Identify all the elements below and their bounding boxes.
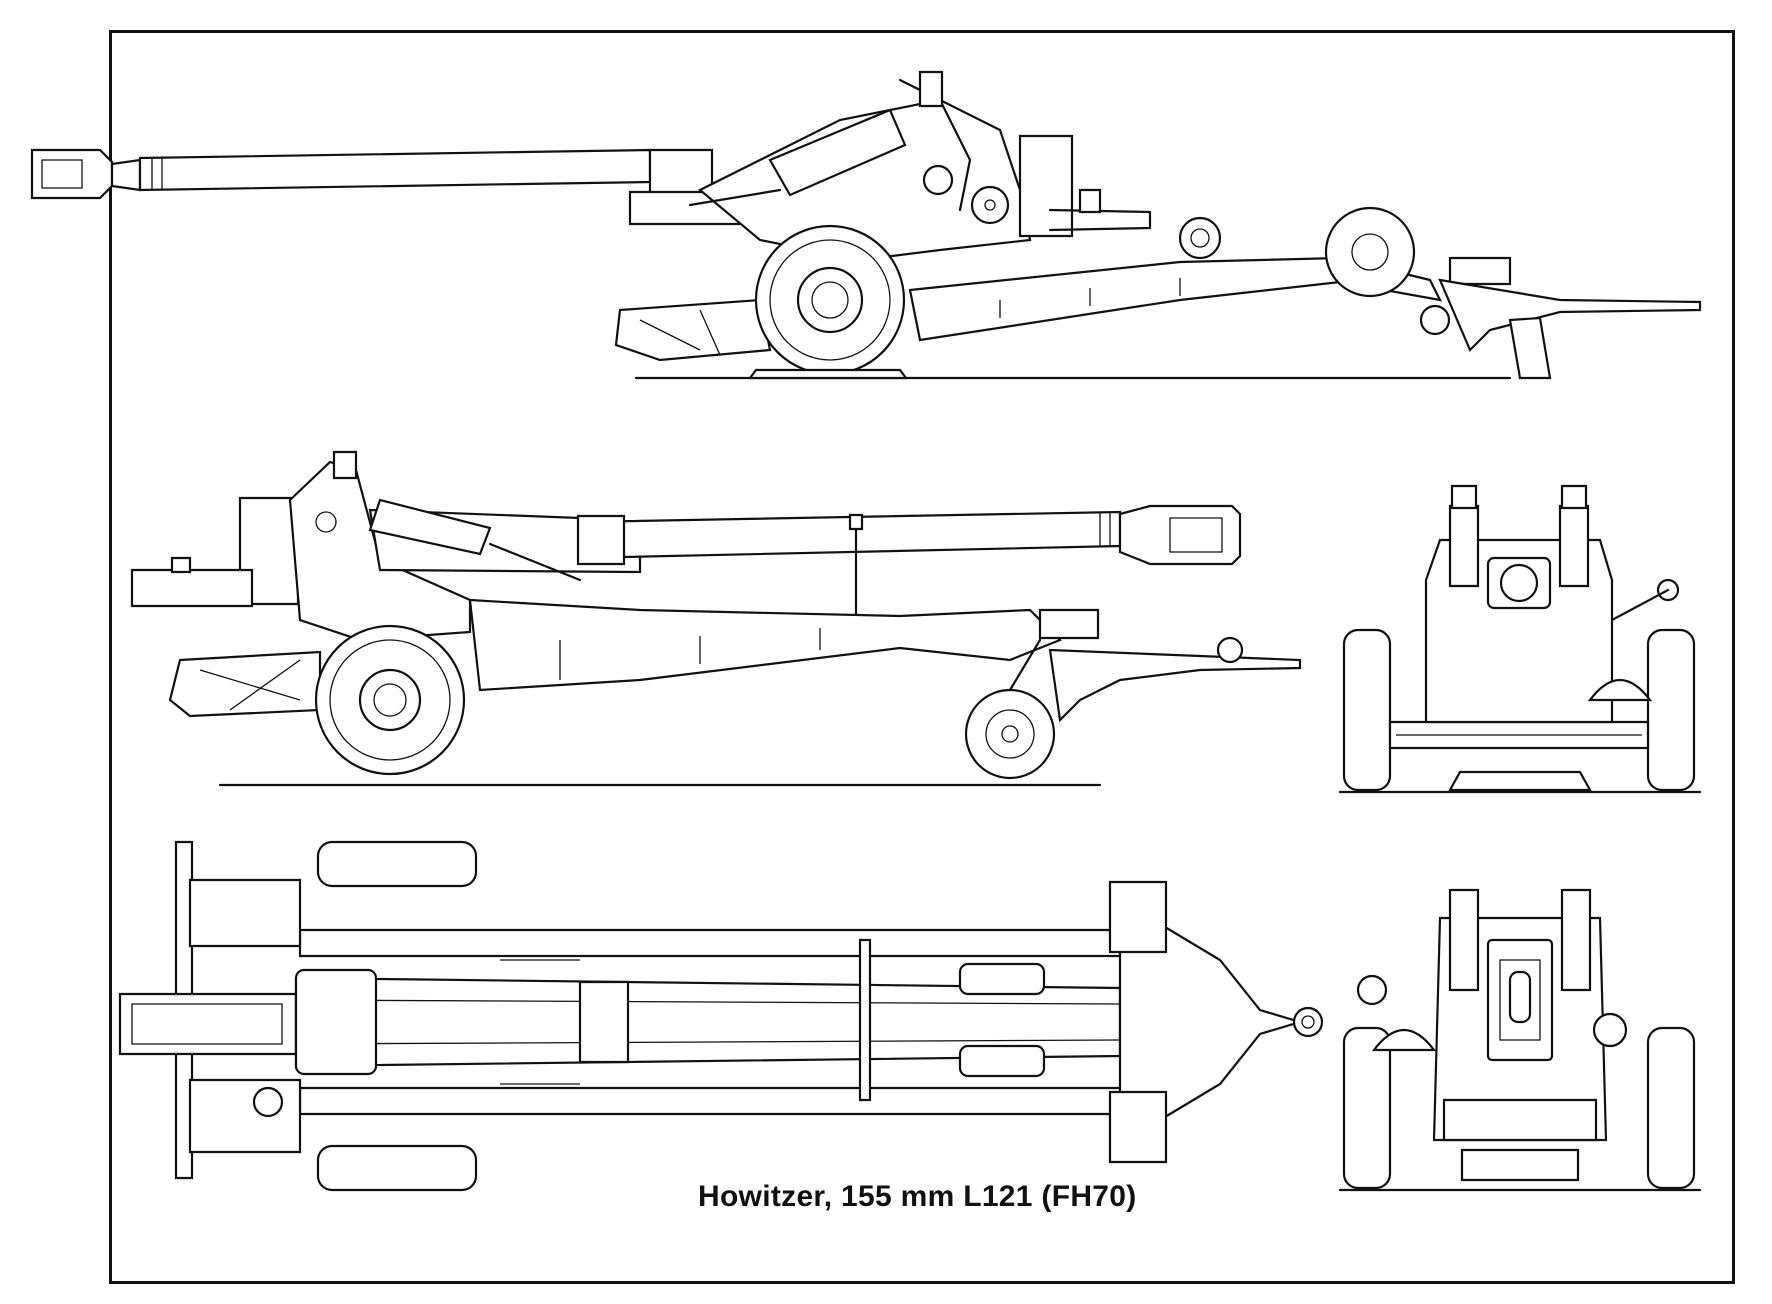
side-view-travelling <box>132 452 1300 785</box>
top-view <box>120 842 1322 1190</box>
drawing-border <box>109 30 1735 1284</box>
front-view <box>1340 486 1700 792</box>
side-view-firing <box>32 72 1700 378</box>
rear-view <box>1340 890 1700 1190</box>
drawing-caption: Howitzer, 155 mm L121 (FH70) <box>698 1180 1137 1213</box>
